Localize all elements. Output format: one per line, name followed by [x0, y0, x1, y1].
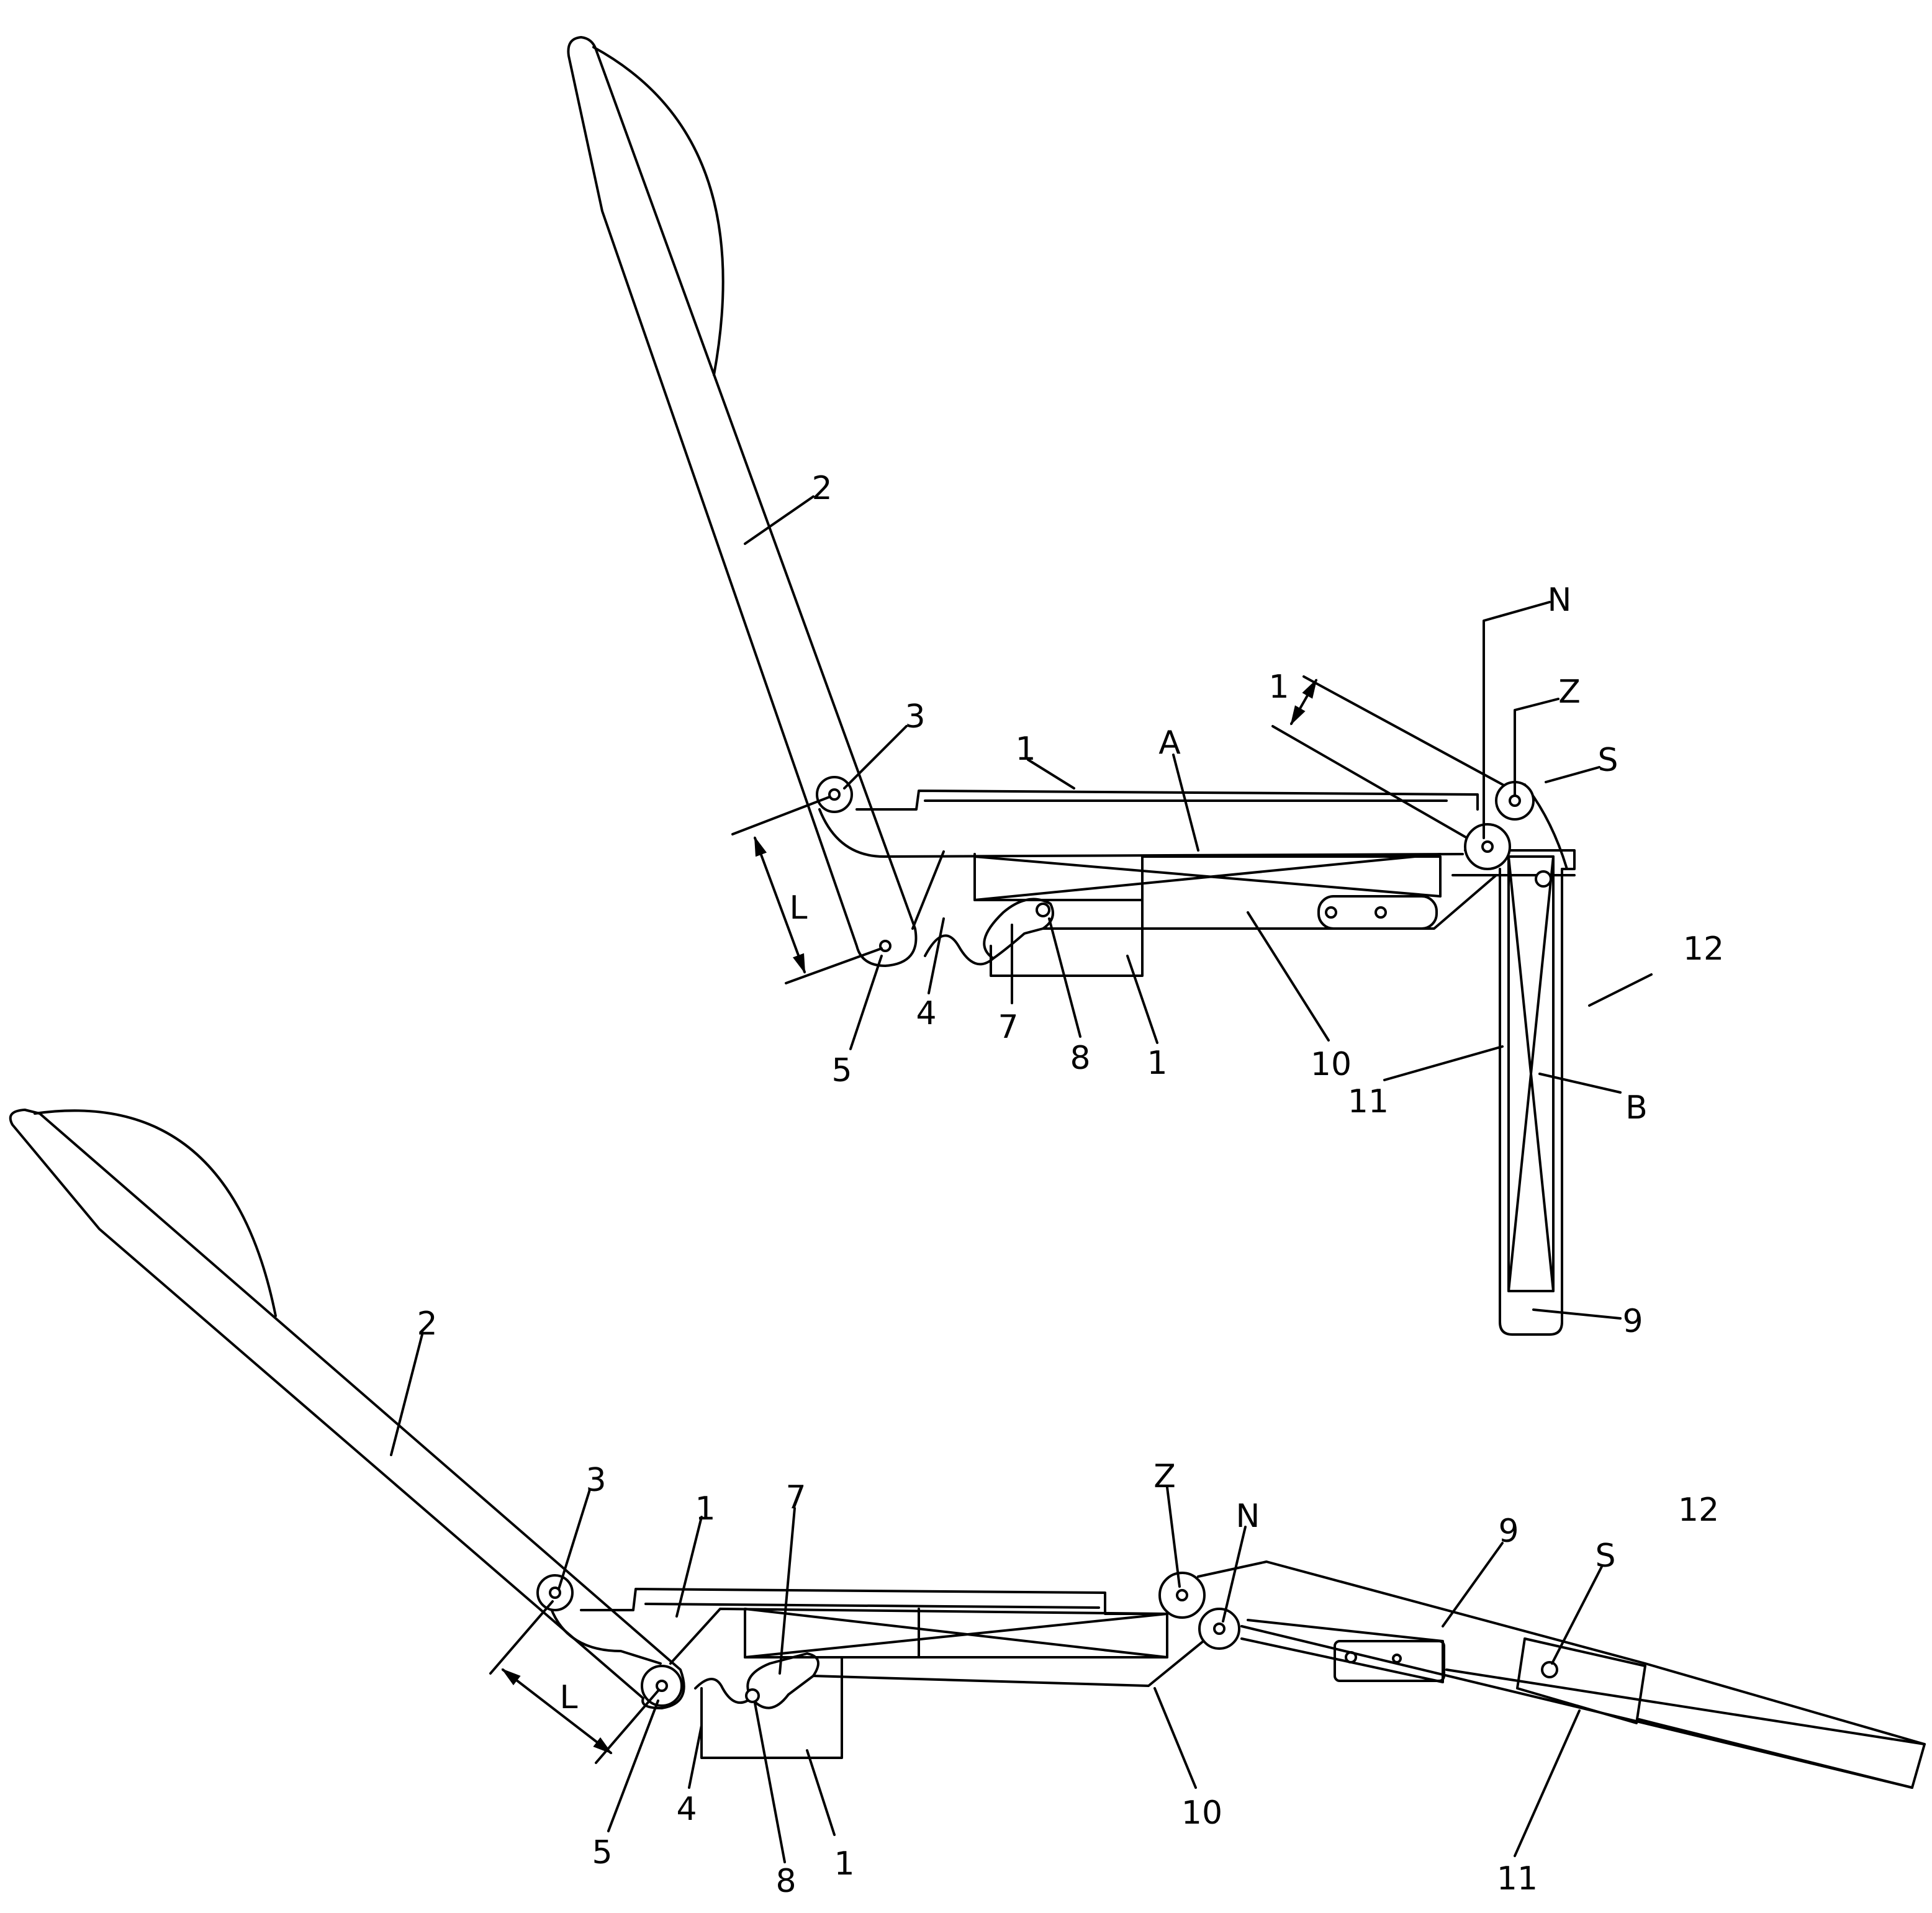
- label-8: 8: [1070, 1040, 1090, 1077]
- label-4: 4: [916, 995, 936, 1032]
- pivot-s: [1536, 871, 1551, 886]
- backrest: [11, 1110, 684, 1708]
- backrest: [568, 37, 916, 966]
- label-7: 7: [998, 1009, 1018, 1046]
- label-l: L: [560, 1679, 578, 1716]
- label-5: 5: [831, 1052, 852, 1089]
- label-n: N: [1548, 582, 1572, 619]
- label-b: B: [1625, 1089, 1648, 1127]
- label-2: 2: [417, 1305, 437, 1343]
- label-z: Z: [1153, 1458, 1176, 1495]
- label-3: 3: [585, 1462, 606, 1499]
- figure-bottom: 2 3 1 7 Z N 9 S 12 L 5 4 8 1 10 11: [11, 1110, 1925, 1900]
- seat-frame: [819, 791, 1496, 976]
- pin-8: [1037, 904, 1049, 916]
- label-a: A: [1158, 724, 1181, 762]
- label-l: L: [790, 889, 808, 927]
- figure-top: 2 3 1 A N Z S 1 L 5 4 7 8 1 10 12 11 B 9: [568, 37, 1724, 1340]
- legrest: [1453, 785, 1574, 1335]
- label-11: 11: [1348, 1083, 1389, 1120]
- label-1: 1: [1015, 731, 1036, 768]
- label-n: N: [1236, 1498, 1260, 1535]
- label-8: 8: [775, 1863, 796, 1900]
- pivot-s: [1542, 1662, 1557, 1677]
- label-9: 9: [1498, 1513, 1519, 1550]
- bracket-s: [1517, 1639, 1645, 1723]
- label-1-lower: 1: [1147, 1045, 1167, 1082]
- label-10: 10: [1181, 1794, 1222, 1832]
- label-11: 11: [1497, 1860, 1538, 1897]
- label-7: 7: [785, 1479, 806, 1516]
- label-s: S: [1595, 1537, 1615, 1575]
- label-angle-1: 1: [1268, 668, 1289, 706]
- label-10: 10: [1311, 1046, 1352, 1083]
- label-1: 1: [695, 1490, 715, 1528]
- label-s: S: [1597, 742, 1618, 779]
- label-12: 12: [1683, 930, 1724, 968]
- label-2: 2: [811, 470, 832, 507]
- label-3: 3: [905, 698, 925, 736]
- upper-arm: [1273, 677, 1505, 840]
- label-5: 5: [592, 1834, 612, 1871]
- leaders: [745, 497, 1651, 1318]
- label-4: 4: [676, 1791, 697, 1828]
- label-1-lower: 1: [834, 1845, 854, 1883]
- label-z: Z: [1558, 673, 1581, 711]
- label-9: 9: [1622, 1303, 1643, 1340]
- pin-8: [746, 1690, 759, 1702]
- label-12: 12: [1678, 1492, 1719, 1529]
